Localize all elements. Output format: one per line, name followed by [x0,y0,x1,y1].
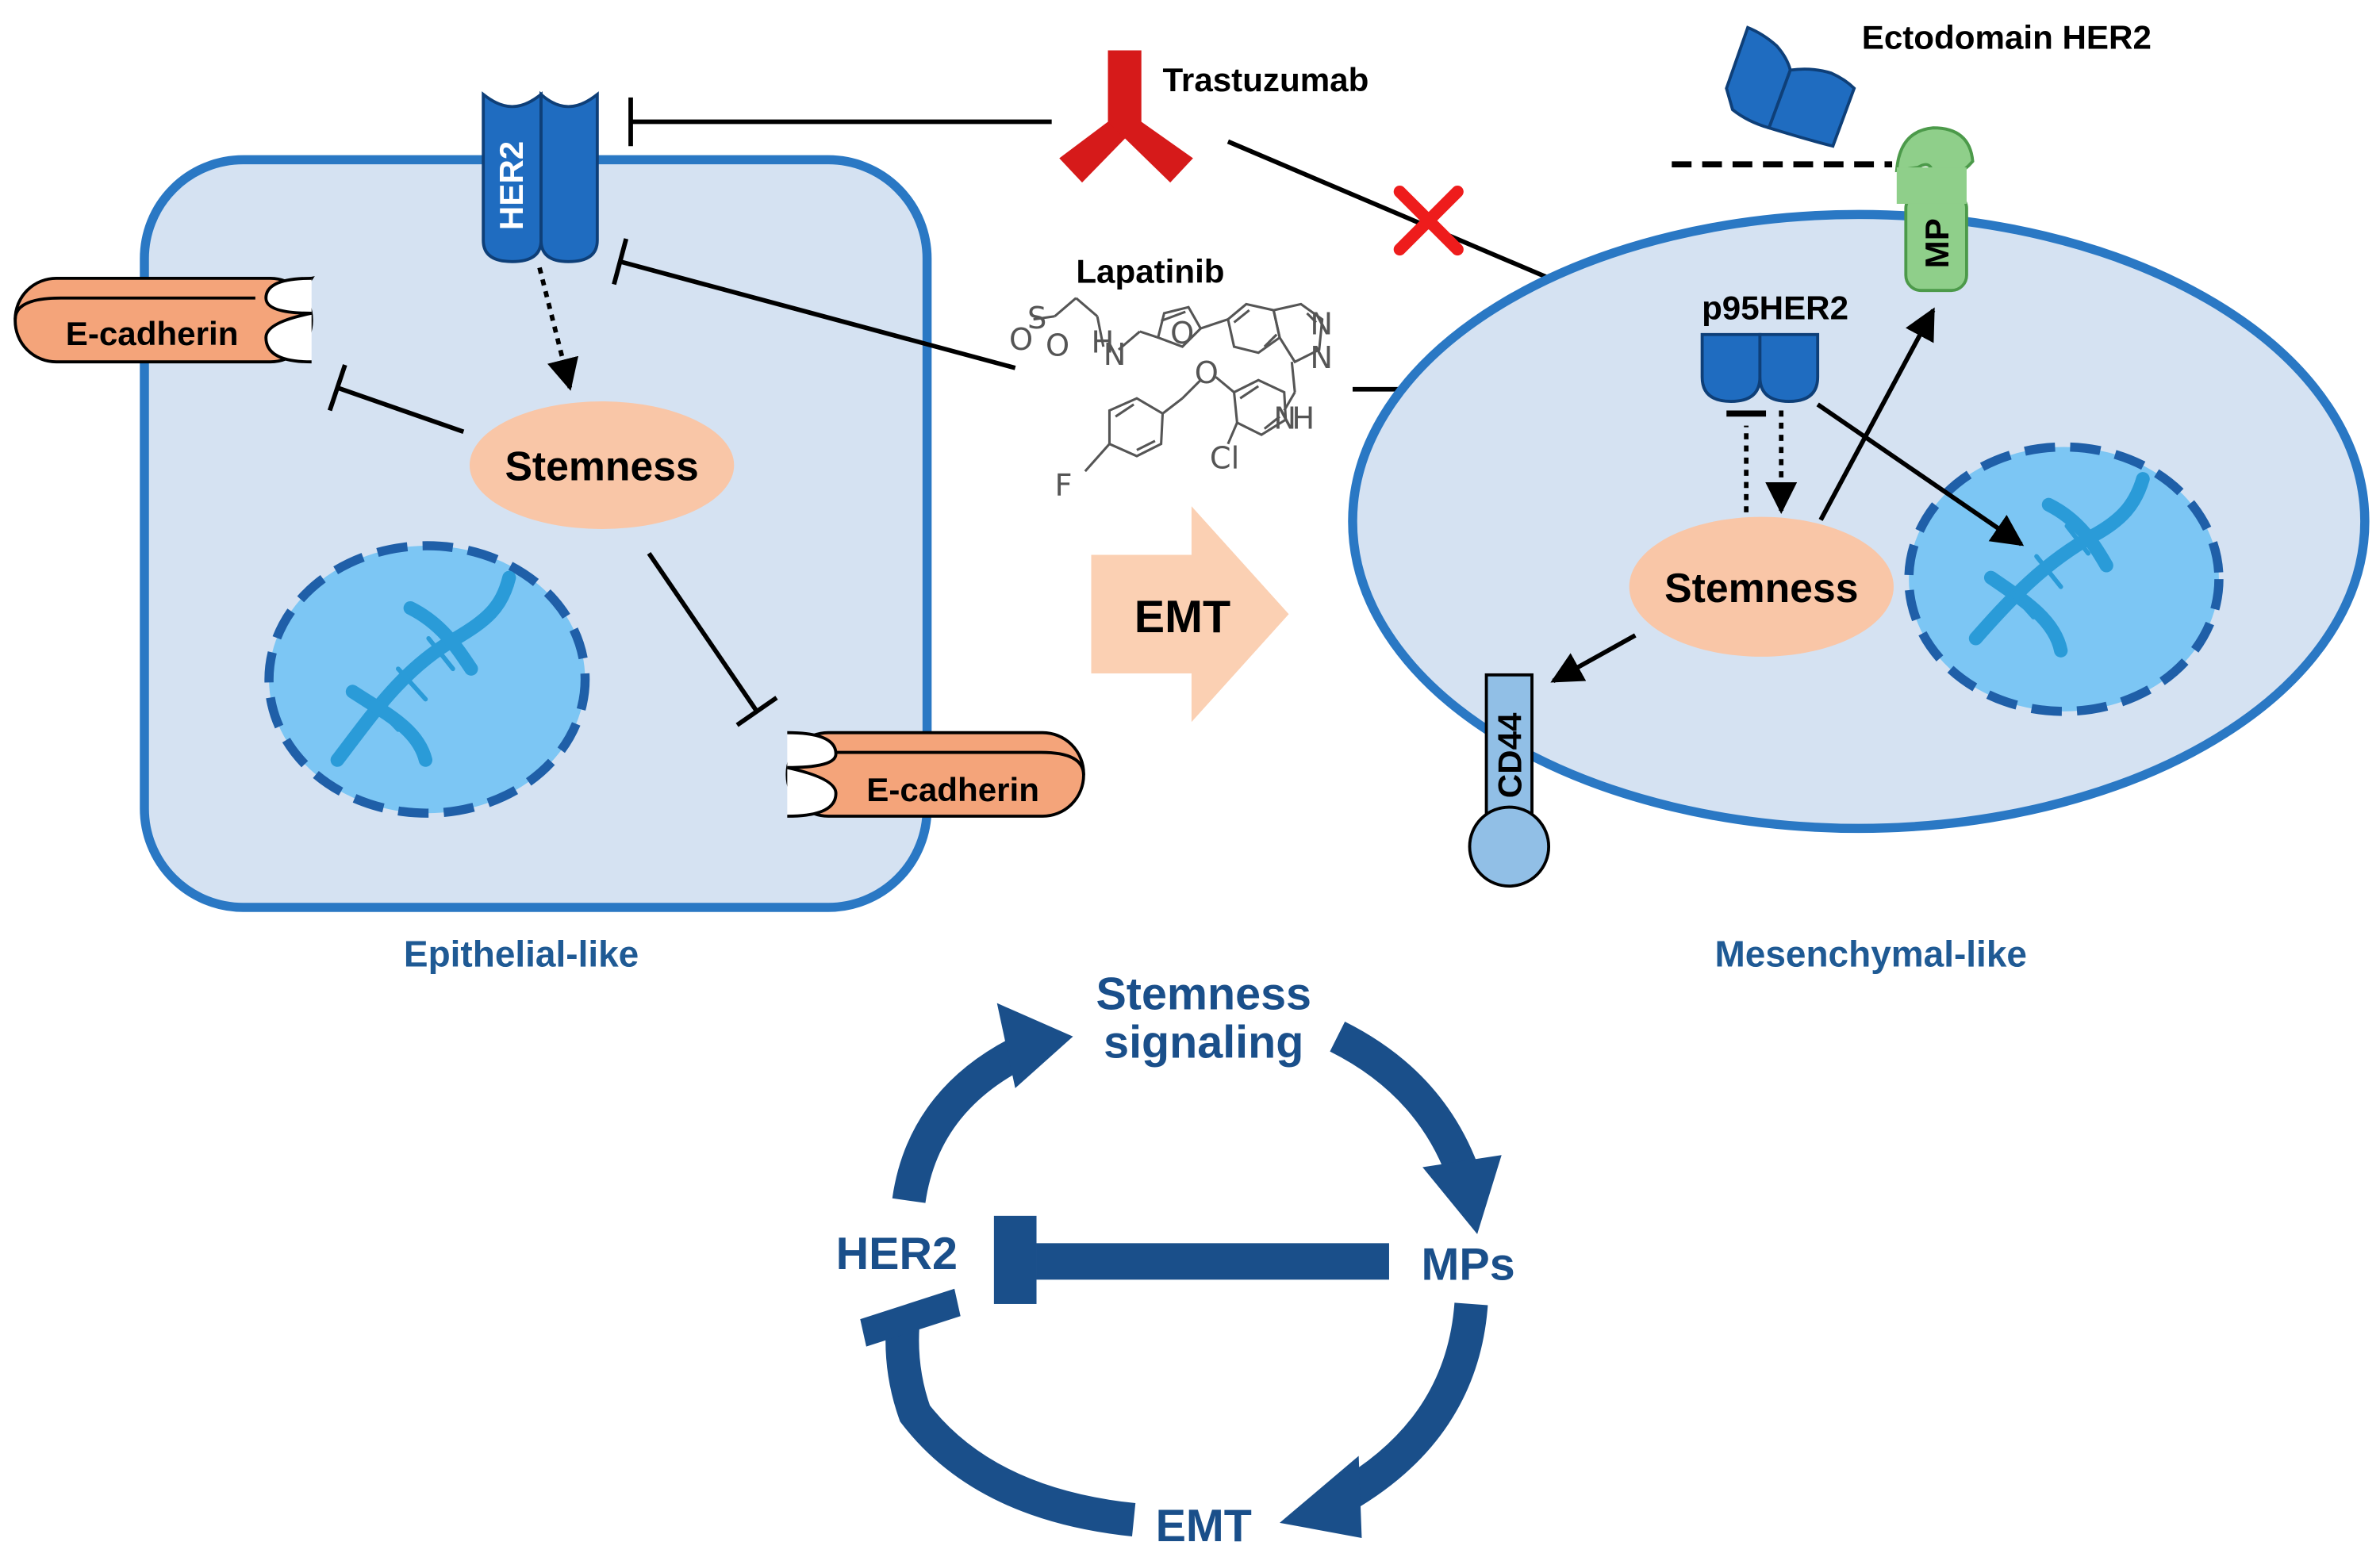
cd44-label: CD44 [1491,712,1529,798]
stemness-left-label: Stemness [505,443,698,489]
trastuzumab-inhibits-her2 [628,97,1052,147]
cycle-stemness-line2: signaling [1104,1018,1303,1068]
lapatinib-h-anil: H [1292,401,1315,437]
ecadherin-left-label: E-cadherin [66,315,239,352]
trastuzumab-antibody-icon [1059,50,1193,183]
lapatinib-n-q1: N [1310,307,1333,343]
left-nucleus [264,541,590,818]
her2-receptor-label: HER2 [493,141,530,230]
left-dna-icon [330,570,516,767]
stemness-left-ellipse [469,401,735,529]
p95her2-label: p95HER2 [1702,290,1848,327]
p95her2-to-nucleus-arrow [1816,402,2025,547]
epithelial-cell: Stemness HER2 [140,90,932,912]
her2-receptor: HER2 [482,90,599,263]
mp-protease: MP [1894,126,1975,293]
lapatinib-f: F [1055,468,1073,504]
stemness-to-mp-arrow [1818,307,1936,521]
lapatinib-o2: O [1046,328,1069,364]
ecadherin-left: E-cadherin [13,276,315,364]
cd44-receptor: CD44 [1468,673,1551,888]
cycle-inhibit-mps-to-her2 [993,1215,1389,1304]
mesenchymal-cell: Stemness p95HER2 [1348,209,2370,834]
mesenchymal-label: Mesenchymal-like [1714,934,2026,975]
cycle-arrow-mps-to-emt [1280,1302,1488,1538]
ecadherin-bottom-label: E-cadherin [866,771,1039,808]
lapatinib-o3: O [1170,316,1194,351]
stemness-inhibits-p95her2 [1726,410,1767,512]
right-nucleus [1904,442,2224,716]
cycle-stemness-line1: Stemness [1096,968,1311,1019]
stemness-inhibits-ecadherin-left [327,364,465,435]
ectodomain-her2-icon [1725,25,1856,148]
lapatinib-n-q2: N [1310,340,1333,376]
cycle-her2-label: HER2 [836,1229,958,1279]
lapatinib-label: Lapatinib [1076,253,1224,290]
lapatinib-h-amine: H [1091,325,1114,361]
p95her2-receptor [1700,332,1820,403]
right-dna-icon [1968,472,2150,658]
blocked-x-icon [1393,186,1464,256]
stemness-right-ellipse [1629,516,1894,657]
lapatinib-structure: S O O N H O N N N H O Cl F [1009,297,1333,504]
lapatinib-inhibits-her2 [612,238,1016,370]
stemness-right-label: Stemness [1664,565,1858,611]
stemness-inhibits-ecadherin-bottom [647,551,778,727]
cycle-inhibit-emt-to-her2 [860,1288,1136,1536]
emt-arrow [1091,506,1289,723]
trastuzumab-label: Trastuzumab [1163,61,1369,98]
lapatinib-s: S [1027,301,1046,336]
lapatinib-cl: Cl [1210,440,1239,476]
cycle-mps-label: MPs [1421,1239,1514,1290]
ecadherin-bottom: E-cadherin [785,731,1085,818]
lapatinib-o4: O [1195,355,1219,391]
cycle-arrow-her2-to-stemness [892,1003,1073,1204]
ectodomain-label: Ectodomain HER2 [1862,19,2152,56]
stemness-to-cd44-arrow [1550,633,1637,684]
mp-label: MP [1918,218,1956,268]
cycle-arrow-stemness-to-mps [1330,1021,1502,1234]
lapatinib-n-anil: N [1273,401,1296,437]
emt-arrow-label: EMT [1134,592,1230,642]
epithelial-label: Epithelial-like [404,934,639,975]
feedback-cycle: Stemness signaling MPs EMT HER2 [836,968,1515,1551]
lapatinib-n-amine: N [1104,337,1127,373]
cycle-emt-label: EMT [1156,1501,1252,1551]
her2-to-stemness-arrow [537,267,579,391]
lapatinib-o1: O [1009,322,1033,358]
